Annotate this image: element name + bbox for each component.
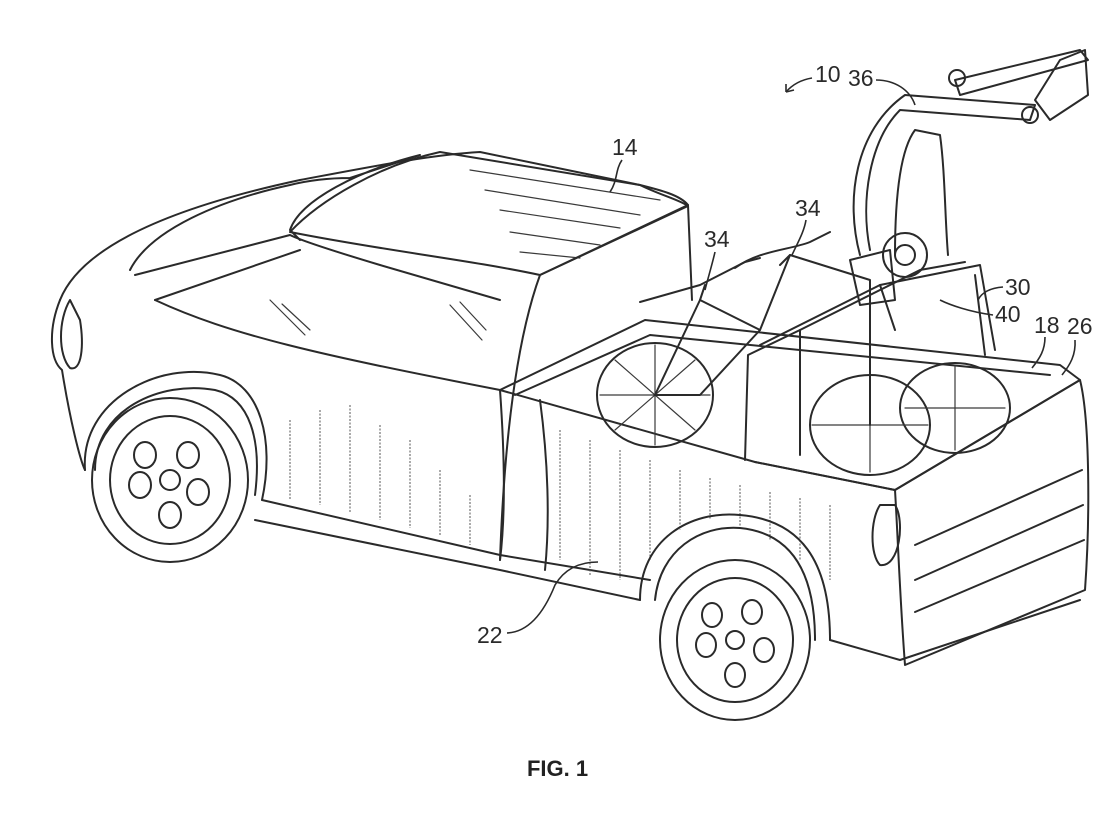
bed-side-panel [499,389,505,561]
tailgate [894,379,1090,666]
truck-bed [499,319,1090,666]
reference-numerals: 10 36 14 34 34 30 40 18 26 22 [477,61,1093,648]
ref-34-left: 34 [704,226,730,252]
ref-40: 40 [995,301,1021,327]
ref-30: 30 [1005,274,1031,300]
leader-26 [1061,339,1076,376]
windshield [129,154,421,271]
ref-36: 36 [848,65,874,91]
ref-14: 14 [612,134,638,160]
ref-22: 22 [477,622,503,648]
ref-18: 18 [1034,312,1060,338]
handlebar-left [639,257,761,303]
bicycles [596,231,1011,476]
headlight [60,299,83,370]
leader-40 [939,299,994,316]
leader-18 [1031,336,1046,369]
leader-10-arrow [785,77,813,93]
leader-36 [875,79,916,106]
handlebar-right [734,231,831,269]
figure-caption: FIG. 1 [526,756,589,781]
front-wheel [91,397,249,563]
cab-rear-wall [499,204,693,561]
ref-10: 10 [815,61,841,87]
leader-14 [609,159,623,193]
rear-wheel [659,559,811,721]
tail-light [871,504,901,567]
leader-34-right [791,219,807,256]
leader-30 [977,286,1004,301]
lift-arm [849,49,1089,306]
roof-panel [289,151,689,276]
leader-34-left [704,251,716,291]
ref-34-right: 34 [795,195,821,221]
ref-26: 26 [1067,313,1093,339]
leader-22 [506,561,599,634]
vehicle-body [50,151,693,601]
